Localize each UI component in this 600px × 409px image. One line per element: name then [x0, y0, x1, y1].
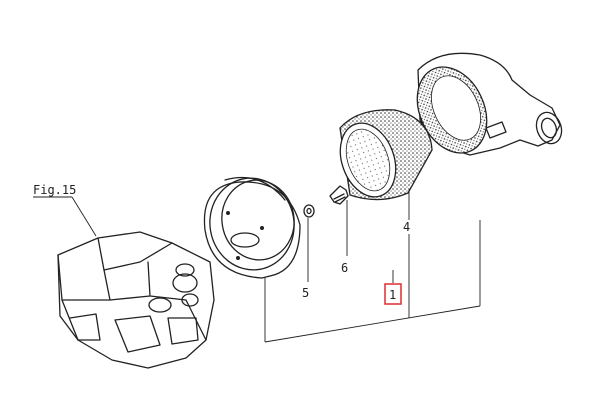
figure-reference: Fig.15 — [33, 183, 97, 237]
filter-element-drawing — [339, 109, 433, 201]
callout-part-5: 5 — [302, 286, 309, 300]
cover-housing-drawing — [416, 52, 563, 156]
callout-part-6: 6 — [341, 261, 348, 275]
leader-lines — [264, 190, 481, 343]
callout-part-4: 4 — [403, 220, 410, 234]
air-cleaner-body-drawing — [203, 176, 301, 279]
washer-drawing — [303, 204, 315, 218]
wing-bolt-drawing — [329, 185, 349, 205]
callout-part-1[interactable]: 1 — [389, 288, 396, 302]
engine-block-drawing — [57, 231, 215, 369]
figure-reference-label: Fig.15 — [33, 183, 76, 197]
highlight-box-part-1[interactable] — [384, 283, 402, 305]
